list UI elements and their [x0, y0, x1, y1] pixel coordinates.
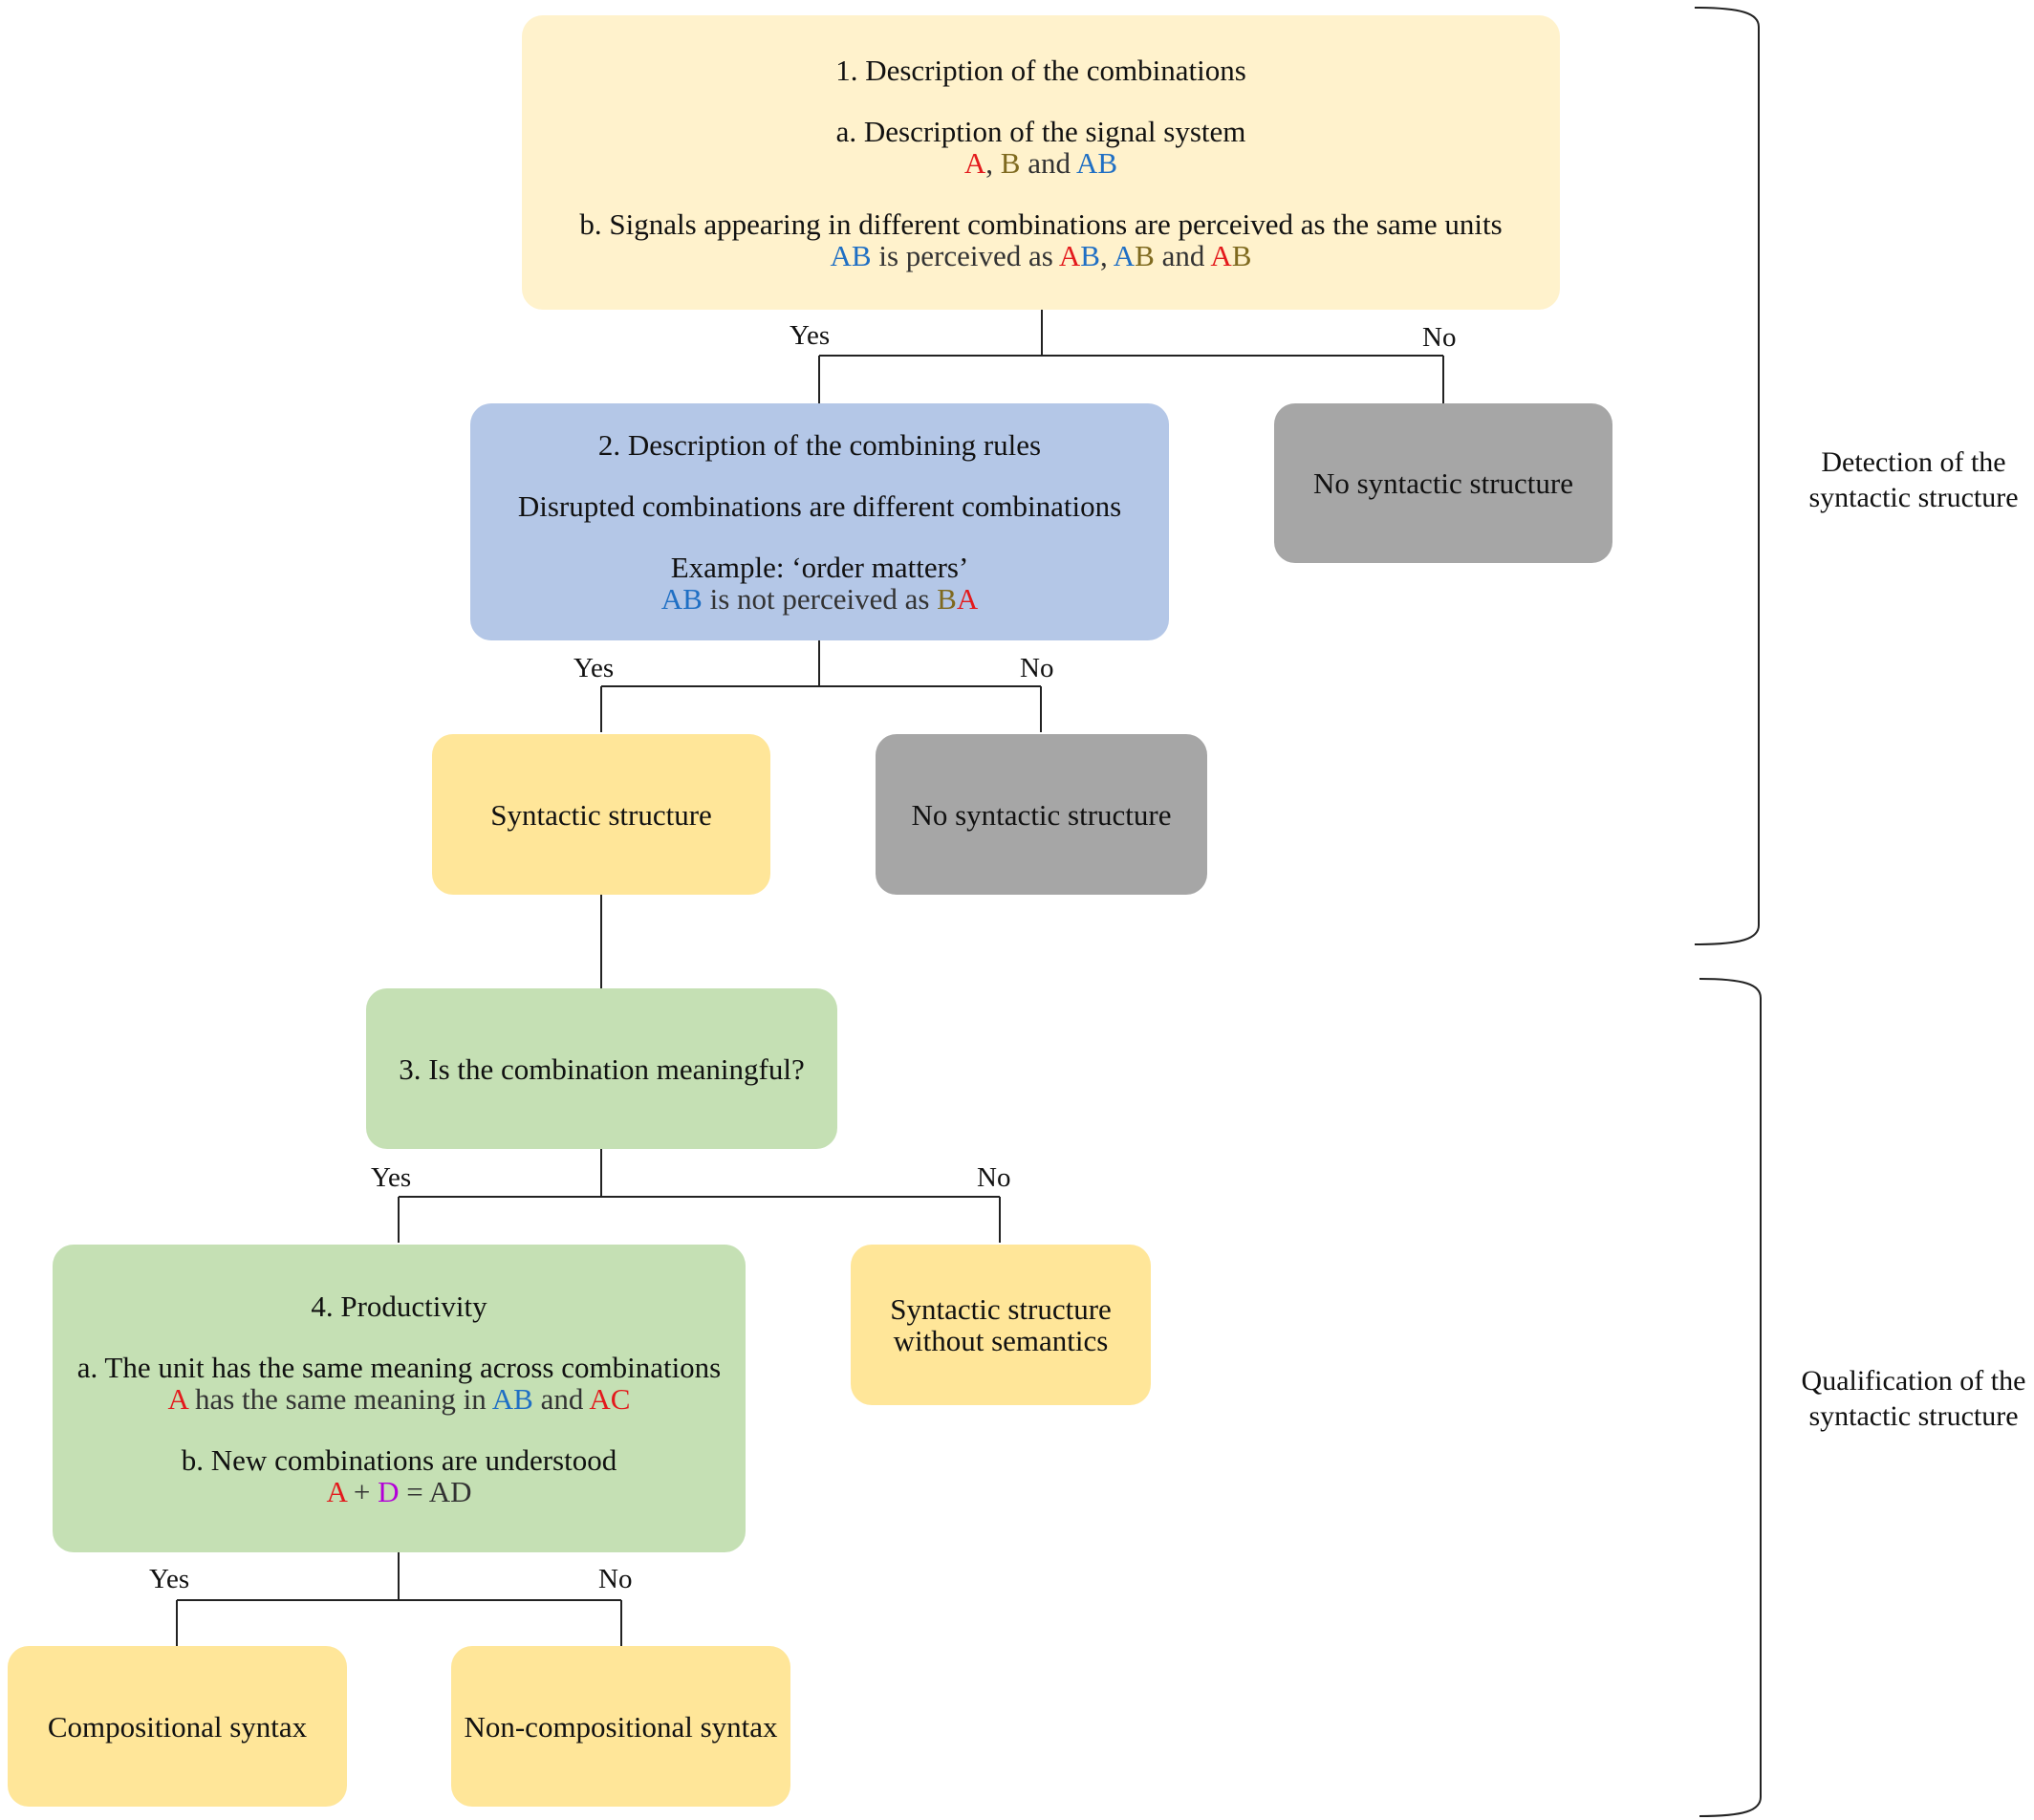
compositional-syntax-box: Compositional syntax — [8, 1646, 347, 1807]
box1-b-example-segment: and — [1154, 238, 1211, 272]
box1-a-example-segment: A — [963, 145, 986, 180]
box4-a-example-segment: AB — [491, 1381, 533, 1416]
box2-title: 2. Description of the combining rules — [597, 428, 1042, 462]
yes-label-3: Yes — [371, 1162, 412, 1193]
box4-b-example-segment: A — [326, 1474, 347, 1508]
yes-label-1: Yes — [790, 320, 831, 351]
no-label-1: No — [1422, 322, 1457, 353]
non-compositional-label: Non-compositional syntax — [464, 1709, 778, 1744]
no-syntactic-structure-box-2: No syntactic structure — [876, 734, 1207, 895]
box1-a-example-segment: and — [1020, 145, 1077, 180]
box2-example-segment: B — [937, 582, 957, 616]
box1-b-example-segment: B — [1231, 238, 1252, 272]
box1-title: 1. Description of the combinations — [835, 53, 1246, 87]
box1-b-line: b. Signals appearing in different combin… — [579, 206, 1503, 241]
no-label-4: No — [598, 1564, 633, 1594]
qualification-side-label: Qualification of the syntactic structure — [1789, 1363, 2034, 1434]
box4-a-example-segment: A — [167, 1381, 188, 1416]
box4-a-line: a. The unit has the same meaning across … — [76, 1350, 722, 1384]
no-syntax-1-label: No syntactic structure — [1312, 466, 1574, 500]
meaningful-combination-box: 3. Is the combination meaningful? — [366, 988, 837, 1149]
box4-b-example-segment: = AD — [399, 1474, 472, 1508]
box4-b-line: b. New combinations are understood — [181, 1442, 617, 1477]
syntactic-structure-box: Syntactic structure — [432, 734, 770, 895]
detection-side-label: Detection of the syntactic structure — [1789, 444, 2034, 515]
box1-b-example-segment: AB — [830, 238, 872, 272]
no-label-2: No — [1020, 653, 1054, 683]
box1-a-line: a. Description of the signal system — [835, 114, 1246, 148]
compositional-label: Compositional syntax — [47, 1709, 308, 1744]
brace-detection — [1694, 7, 1760, 945]
box1-b-example-segment: A — [1113, 238, 1136, 272]
connector-box4 — [176, 1552, 622, 1646]
box4-b-example-segment: D — [378, 1474, 400, 1508]
no-syntactic-structure-box-1: No syntactic structure — [1274, 403, 1612, 563]
connector-box3 — [398, 1149, 1001, 1243]
without-semantics-box: Syntactic structure without semantics — [851, 1245, 1151, 1405]
box1-b-example-segment: A — [1210, 238, 1232, 272]
connector-box2 — [600, 640, 1042, 732]
box4-title: 4. Productivity — [311, 1289, 487, 1323]
box4-a-example: A has the same meaning in AB and AC — [168, 1383, 631, 1415]
box1-a-example-segment: B — [1000, 145, 1021, 180]
productivity-box: 4. Productivity a. The unit has the same… — [53, 1245, 746, 1552]
box1-b-example-segment: B — [1135, 238, 1155, 272]
box2-example-label: Example: ‘order matters’ — [670, 551, 969, 584]
box2-example: AB is not perceived as BA — [661, 583, 979, 615]
box1-b-example-segment: , — [1099, 238, 1114, 272]
syntactic-structure-label: Syntactic structure — [490, 797, 712, 832]
box1-b-example-segment: is perceived as — [871, 238, 1059, 272]
qualification-line1: Qualification of the — [1801, 1365, 2026, 1397]
box2-line: Disrupted combinations are different com… — [517, 489, 1122, 523]
box4-a-example-segment: and — [532, 1381, 590, 1416]
without-semantics-line2: without semantics — [893, 1324, 1109, 1357]
connector-box1 — [818, 310, 1444, 403]
box1-b-example: AB is perceived as AB, AB and AB — [831, 240, 1252, 271]
no-syntax-2-label: No syntactic structure — [911, 797, 1172, 832]
box1-b-example-segment: B — [1080, 238, 1100, 272]
non-compositional-syntax-box: Non-compositional syntax — [451, 1646, 790, 1807]
box1-b-example-segment: A — [1058, 238, 1081, 272]
box4-a-example-segment: AC — [589, 1381, 631, 1416]
box4-b-example-segment: + — [346, 1474, 379, 1508]
box3-title: 3. Is the combination meaningful? — [399, 1051, 805, 1086]
detection-line2: syntactic structure — [1808, 482, 2019, 513]
box2-example-segment: A — [956, 582, 979, 616]
box4-a-example-segment: has the same meaning in — [187, 1381, 492, 1416]
combinations-description-box: 1. Description of the combinations a. De… — [522, 15, 1560, 310]
detection-line1: Detection of the — [1821, 446, 2006, 478]
yes-label-2: Yes — [573, 653, 615, 683]
box2-example-segment: AB — [660, 582, 703, 616]
no-label-3: No — [977, 1162, 1011, 1193]
yes-label-4: Yes — [149, 1564, 190, 1594]
box1-a-example-segment: , — [985, 145, 1001, 180]
combining-rules-box: 2. Description of the combining rules Di… — [470, 403, 1169, 640]
box1-a-example: A, B and AB — [964, 147, 1117, 179]
brace-qualification — [1699, 978, 1762, 1817]
box2-example-segment: is not perceived as — [702, 582, 938, 616]
box4-b-example: A + D = AD — [326, 1476, 471, 1507]
qualification-line2: syntactic structure — [1808, 1400, 2019, 1432]
without-semantics-line1: Syntactic structure — [890, 1292, 1112, 1326]
box1-a-example-segment: AB — [1076, 145, 1118, 180]
